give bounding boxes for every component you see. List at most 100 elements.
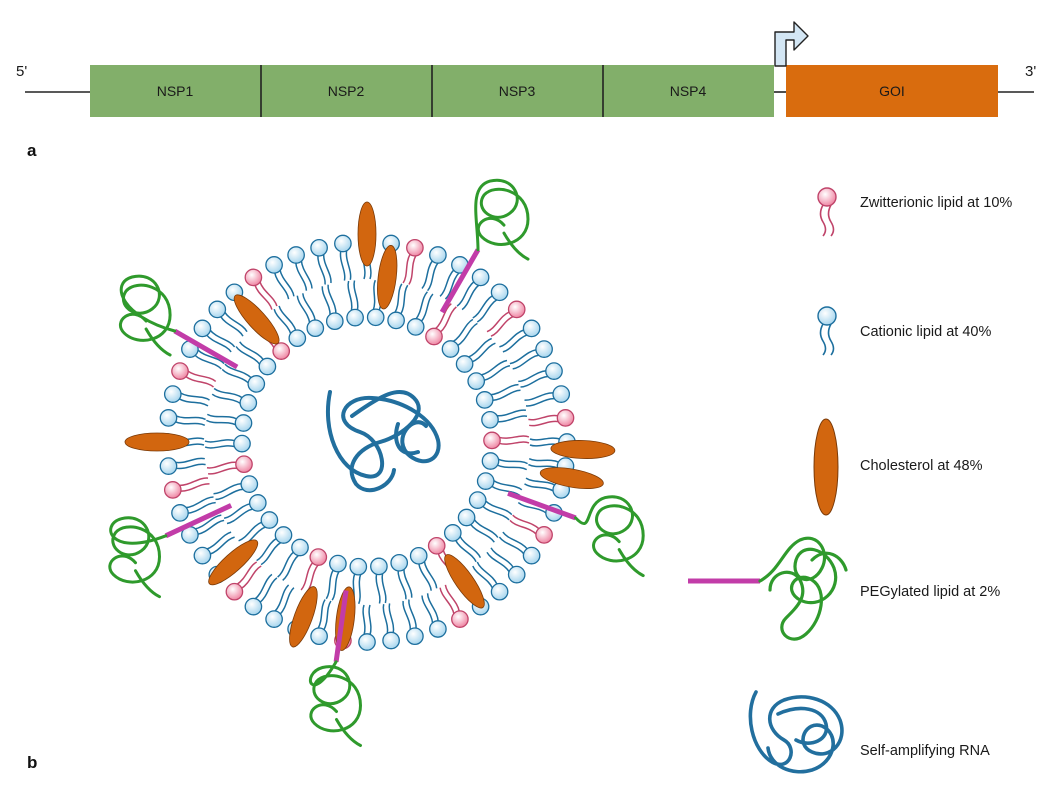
encapsulated-rna (325, 390, 441, 492)
lipid-tail (207, 467, 238, 475)
cationic-lipid (204, 434, 251, 453)
lipid-tail (204, 439, 236, 443)
cationic-lipid (468, 491, 513, 521)
lipid-tail (223, 502, 251, 520)
lipid-head (171, 362, 189, 380)
lipid-tail (174, 421, 206, 426)
lipid-tail (439, 269, 455, 297)
lipid-tail (388, 603, 395, 634)
rna-icon (748, 690, 844, 774)
lipid-head (522, 319, 541, 338)
cationic-lipid (223, 494, 267, 525)
lipid-tail (524, 483, 555, 492)
lipid-tail (498, 441, 530, 445)
lipid-head (234, 414, 253, 432)
lipid-head (490, 283, 509, 302)
lipid-tail (204, 445, 236, 449)
lipid-tail (187, 501, 216, 514)
cationic-lipid (443, 524, 482, 563)
lipid-head (390, 553, 409, 572)
cationic-lipid (481, 409, 528, 429)
lipid-tail (418, 563, 432, 591)
lipid-head (507, 565, 526, 584)
lipid-tail (256, 537, 278, 562)
lipid-tail (302, 293, 316, 321)
cationic-lipid (370, 557, 388, 604)
cationic-lipid (334, 234, 352, 281)
lipid-tail (254, 573, 273, 600)
pegylated-lipid (507, 490, 645, 578)
legend-item-cationic: Cationic lipid at 40% (817, 306, 991, 356)
cholesterol-molecule (539, 467, 604, 489)
cationic-lipid (159, 409, 206, 427)
cholesterol-molecule (444, 554, 485, 609)
cationic-lipid (455, 337, 496, 373)
lipid-head (248, 494, 267, 512)
cationic-lipid (390, 553, 413, 600)
lipid-head (425, 327, 443, 346)
legend-item-rna: Self-amplifying RNA (748, 690, 990, 774)
cationic-lipid (213, 475, 259, 501)
lipid-head (288, 329, 307, 348)
lipid-head (287, 246, 305, 264)
zwitterionic-lipid (206, 455, 253, 475)
lipid-tail (174, 457, 205, 464)
lipid-tail (322, 253, 332, 284)
lipid-tail (486, 551, 511, 573)
cationic-lipid (457, 508, 499, 543)
lipid-tail (317, 599, 326, 630)
cationic-lipid (244, 573, 278, 616)
lipid-head (163, 385, 182, 403)
lipid-head (507, 300, 526, 319)
lipid-head (159, 409, 178, 427)
lipid-tail (525, 397, 556, 407)
lipid-tail (194, 514, 222, 530)
cationic-lipid (402, 599, 424, 646)
lipid-tail (226, 508, 254, 525)
zwitterionic-lipid (425, 303, 457, 346)
zwitterionic-lipid (486, 300, 526, 337)
lipid-tail (240, 565, 262, 590)
lipid-head (193, 546, 212, 565)
cationic-lipid (409, 546, 438, 591)
lipid-tail (434, 303, 452, 330)
lipid-tail (238, 521, 263, 542)
lipid-tail (278, 305, 297, 332)
lipid-head (163, 481, 182, 499)
lipid-tail (223, 311, 248, 333)
pegylated-lipid (439, 178, 530, 314)
cationic-lipid (256, 526, 293, 566)
cholesterol-molecule (377, 245, 398, 310)
cationic-lipid (273, 305, 307, 348)
peg-coil (119, 274, 177, 357)
legend-label-cationic: Cationic lipid at 40% (860, 324, 991, 340)
zwitterionic-lipid (509, 514, 553, 544)
cationic-lipid (524, 385, 571, 407)
cholesterol-molecule (289, 586, 318, 648)
lipid-tail (206, 531, 232, 550)
lipid-tail (213, 482, 242, 495)
lipid-tail (517, 501, 547, 514)
cationic-lipid (349, 557, 368, 605)
lipid-tail (259, 281, 278, 307)
cationic-lipid (481, 452, 528, 471)
peg-anchor (507, 490, 577, 521)
lipid-tail (402, 600, 412, 631)
lipid-tail (490, 547, 515, 569)
lipid-head (545, 362, 563, 380)
legend-label-zwitterionic: Zwitterionic lipid at 10% (860, 195, 1012, 211)
lipid-tail (439, 306, 457, 333)
cationic-lipid (346, 280, 364, 327)
cationic-lipid (159, 457, 206, 475)
lipid-tail (175, 463, 206, 470)
lipid-tail (178, 477, 209, 487)
lipid-tail (185, 496, 214, 509)
lipid-tail (206, 461, 237, 469)
cationic-lipid (221, 363, 266, 393)
lipid-tail (452, 318, 474, 343)
cationic-lipid (193, 531, 235, 565)
lipid-head (382, 631, 400, 650)
lipid-tail (496, 464, 528, 471)
lipid-head (310, 238, 328, 257)
segment-label-nsp3: NSP3 (499, 83, 536, 99)
